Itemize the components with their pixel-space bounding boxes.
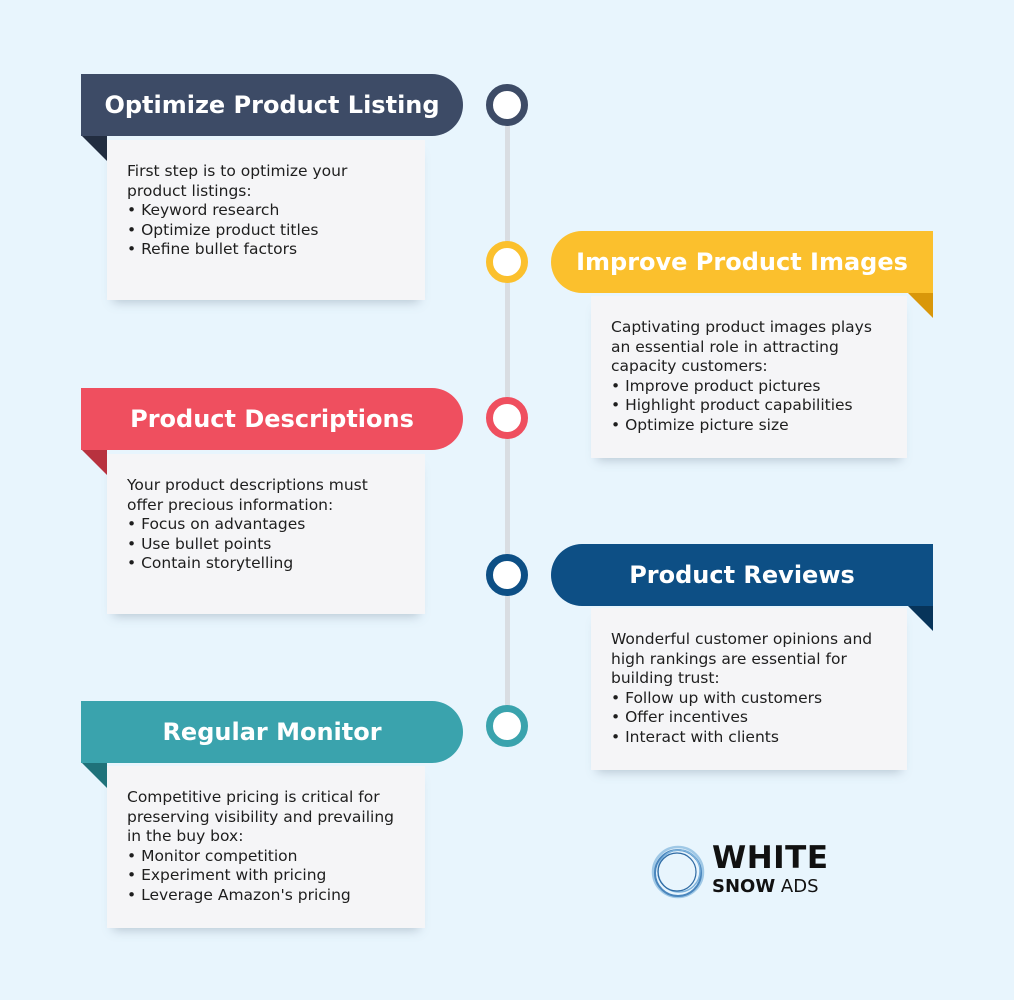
step-title-text: Optimize Product Listing xyxy=(104,91,440,119)
step-title-improve-images: Improve Product Images xyxy=(551,231,933,293)
list-item: Focus on advantages xyxy=(127,515,405,535)
step-intro: Competitive pricing is critical for pres… xyxy=(127,788,395,846)
ring-logo-icon xyxy=(651,845,705,899)
step-title-optimize-listing: Optimize Product Listing xyxy=(81,74,463,136)
step-title-text: Product Reviews xyxy=(629,561,855,589)
list-item: Leverage Amazon's pricing xyxy=(127,886,405,906)
list-item: Optimize picture size xyxy=(611,416,887,436)
list-item: Offer incentives xyxy=(611,708,887,728)
ribbon-fold xyxy=(81,449,107,475)
brand-logo: WHITE SNOW ADS xyxy=(648,840,848,904)
logo-word-snow-ads: SNOW ADS xyxy=(712,876,819,898)
list-item: Monitor competition xyxy=(127,847,405,867)
ribbon-fold xyxy=(907,605,933,631)
step-bullet-list: Monitor competition Experiment with pric… xyxy=(127,847,405,906)
step-title-text: Regular Monitor xyxy=(162,718,382,746)
step-bullet-list: Keyword research Optimize product titles… xyxy=(127,201,405,260)
step-bullet-list: Follow up with customers Offer incentive… xyxy=(611,689,887,748)
logo-word-snow: SNOW xyxy=(712,876,776,897)
step-card-regular-monitor: Competitive pricing is critical for pres… xyxy=(107,766,425,928)
step-bullet-list: Improve product pictures Highlight produ… xyxy=(611,377,887,436)
step-card-product-reviews: Wonderful customer opinions and high ran… xyxy=(591,608,907,770)
list-item: Highlight product capabilities xyxy=(611,396,887,416)
step-title-text: Improve Product Images xyxy=(576,248,908,276)
list-item: Experiment with pricing xyxy=(127,866,405,886)
step-title-product-descriptions: Product Descriptions xyxy=(81,388,463,450)
timeline-node-4 xyxy=(486,554,528,596)
list-item: Interact with clients xyxy=(611,728,887,748)
timeline-node-3 xyxy=(486,397,528,439)
step-intro: Wonderful customer opinions and high ran… xyxy=(611,630,873,688)
step-card-optimize-listing: First step is to optimize your product l… xyxy=(107,140,425,300)
timeline-node-1 xyxy=(486,84,528,126)
step-intro: Your product descriptions must offer pre… xyxy=(127,476,368,514)
timeline-node-2 xyxy=(486,241,528,283)
ribbon-fold xyxy=(81,762,107,788)
step-title-product-reviews: Product Reviews xyxy=(551,544,933,606)
logo-word-white: WHITE xyxy=(712,840,829,876)
list-item: Refine bullet factors xyxy=(127,240,405,260)
list-item: Keyword research xyxy=(127,201,405,221)
step-intro: First step is to optimize your product l… xyxy=(127,162,348,200)
step-bullet-list: Focus on advantages Use bullet points Co… xyxy=(127,515,405,574)
step-intro: Captivating product images plays an esse… xyxy=(611,318,872,376)
step-card-product-descriptions: Your product descriptions must offer pre… xyxy=(107,454,425,614)
logo-word-ads: ADS xyxy=(780,876,819,897)
step-title-regular-monitor: Regular Monitor xyxy=(81,701,463,763)
list-item: Use bullet points xyxy=(127,535,405,555)
list-item: Follow up with customers xyxy=(611,689,887,709)
list-item: Optimize product titles xyxy=(127,221,405,241)
timeline-node-5 xyxy=(486,705,528,747)
step-title-text: Product Descriptions xyxy=(130,405,414,433)
step-card-improve-images: Captivating product images plays an esse… xyxy=(591,296,907,458)
ribbon-fold xyxy=(81,135,107,161)
list-item: Improve product pictures xyxy=(611,377,887,397)
list-item: Contain storytelling xyxy=(127,554,405,574)
ribbon-fold xyxy=(907,292,933,318)
